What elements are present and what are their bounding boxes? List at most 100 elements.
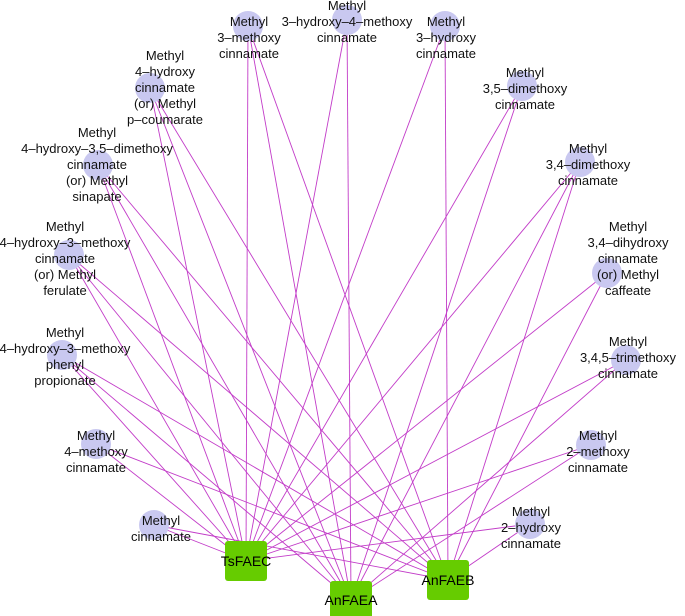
edge-m4h3mpp-anfaea <box>61 354 352 601</box>
substrate-label-line: 3–hydroxy–4–methoxy <box>282 14 413 29</box>
substrate-label-line: cinnamate <box>568 460 628 475</box>
substrate-label-line: 4–hydroxy–3–methoxy <box>0 341 131 356</box>
substrate-label-line: Methyl <box>506 65 544 80</box>
substrate-label-line: 2–hydroxy <box>501 520 561 535</box>
substrate-label-line: 3,5–dimethoxy <box>483 81 568 96</box>
edge-m4hc-anfaeb <box>149 87 449 581</box>
substrate-node-m345tmc[interactable] <box>611 345 641 375</box>
edge-m34dmc-anfaeb <box>447 161 581 581</box>
substrate-node-m34dhc[interactable] <box>592 258 622 288</box>
substrate-label-line: cinnamate <box>598 251 658 266</box>
edge-m3hc-tsfaec <box>245 25 446 562</box>
substrate-label-line: Methyl <box>328 0 366 13</box>
substrate-label-line: cinnamate <box>35 251 95 266</box>
edge-m34dmc-anfaea <box>350 161 581 601</box>
substrate-node-m4h3mc[interactable] <box>54 240 84 270</box>
substrate-node-m2mc[interactable] <box>576 430 606 460</box>
substrate-label-line: 4–hydroxy–3–methoxy <box>0 235 131 250</box>
substrate-label-line: Methyl <box>609 219 647 234</box>
enzyme-box <box>225 541 267 581</box>
substrate-node-m3h4mc[interactable] <box>332 5 362 35</box>
substrate-label-line: cinnamate <box>66 460 126 475</box>
substrate-node-m4h3mpp[interactable] <box>47 340 77 370</box>
substrate-label-line: 4–hydroxy–3,5–dimethoxy <box>21 141 173 156</box>
edge-m2hc-tsfaec <box>245 523 531 562</box>
substrate-label-line: cinnamate <box>67 157 127 172</box>
substrate-label-line: 4–hydroxy <box>135 64 195 79</box>
enzyme-node-layer: TsFAEC AnFAEA AnFAEB <box>221 541 475 616</box>
edge-m345tmc-anfaea <box>350 359 627 601</box>
edge-m35dmc-anfaea <box>350 85 523 601</box>
substrate-label-line: caffeate <box>605 283 651 298</box>
enzyme-box <box>427 560 469 600</box>
edge-m4mc-anfaeb <box>95 443 449 581</box>
edge-m4mc-tsfaec <box>95 443 247 562</box>
substrate-label-line: 3,4–dimethoxy <box>546 157 631 172</box>
substrate-label-line: phenyl <box>46 357 84 372</box>
edge-m3h4mc-anfaea <box>346 19 352 601</box>
substrate-label-line: cinnamate <box>219 46 279 61</box>
enzyme-node-anfaeb[interactable]: AnFAEB <box>422 560 475 600</box>
substrate-node-mc[interactable] <box>139 510 169 540</box>
edge-m4h3mc-tsfaec <box>68 254 247 562</box>
substrate-label-line: (or) Methyl <box>66 173 128 188</box>
substrate-node-m2hc[interactable] <box>515 509 545 539</box>
substrate-node-m4hc[interactable] <box>135 73 165 103</box>
substrate-node-m4h35dmc[interactable] <box>83 150 113 180</box>
edge-m2mc-anfaea <box>350 444 592 601</box>
edge-m4h3mc-anfaea <box>68 254 352 601</box>
enzyme-box <box>330 581 372 616</box>
edge-m3mc-anfaea <box>247 25 352 601</box>
substrate-label-line: Methyl <box>427 14 465 29</box>
substrate-label-line: cinnamate <box>131 529 191 544</box>
enzyme-label: TsFAEC <box>221 553 272 569</box>
substrate-label-line: cinnamate <box>416 46 476 61</box>
substrate-label-line: 3–hydroxy <box>416 30 476 45</box>
substrate-label-line: (or) Methyl <box>134 96 196 111</box>
edge-layer <box>61 19 627 601</box>
substrate-node-m3hc[interactable] <box>430 11 460 41</box>
substrate-node-m35dmc[interactable] <box>507 71 537 101</box>
substrate-label-line: ferulate <box>43 283 86 298</box>
substrate-label-line: Methyl <box>46 325 84 340</box>
substrate-node-m3mc[interactable] <box>233 11 263 41</box>
substrate-label-line: Methyl <box>77 428 115 443</box>
substrate-label-line: cinnamate <box>135 80 195 95</box>
substrate-label-line: Methyl <box>579 428 617 443</box>
enzyme-node-anfaea[interactable]: AnFAEA <box>325 581 379 616</box>
edge-m35dmc-tsfaec <box>245 85 523 562</box>
substrate-label-line: cinnamate <box>317 30 377 45</box>
substrate-label-line: (or) Methyl <box>34 267 96 282</box>
edge-m3hc-anfaeb <box>444 25 449 581</box>
edge-m3h4mc-tsfaec <box>245 19 348 562</box>
substrate-label-line: Methyl <box>569 141 607 156</box>
edge-m4h35dmc-tsfaec <box>97 164 247 562</box>
substrate-label-line: 3,4–dihydroxy <box>588 235 669 250</box>
substrate-node-m4mc[interactable] <box>81 429 111 459</box>
substrate-label-line: cinnamate <box>598 366 658 381</box>
substrate-label-line: p–coumarate <box>127 112 203 127</box>
substrate-label-line: cinnamate <box>495 97 555 112</box>
substrate-label-line: 3,4,5–trimethoxy <box>580 350 677 365</box>
substrate-label-line: sinapate <box>72 189 121 204</box>
edge-m4hc-tsfaec <box>149 87 247 562</box>
substrate-label-line: cinnamate <box>501 536 561 551</box>
substrate-node-m34dmc[interactable] <box>565 147 595 177</box>
edge-m2mc-tsfaec <box>245 444 592 562</box>
edge-m4h3mc-anfaeb <box>68 254 449 581</box>
enzyme-node-tsfaec[interactable]: TsFAEC <box>221 541 272 581</box>
